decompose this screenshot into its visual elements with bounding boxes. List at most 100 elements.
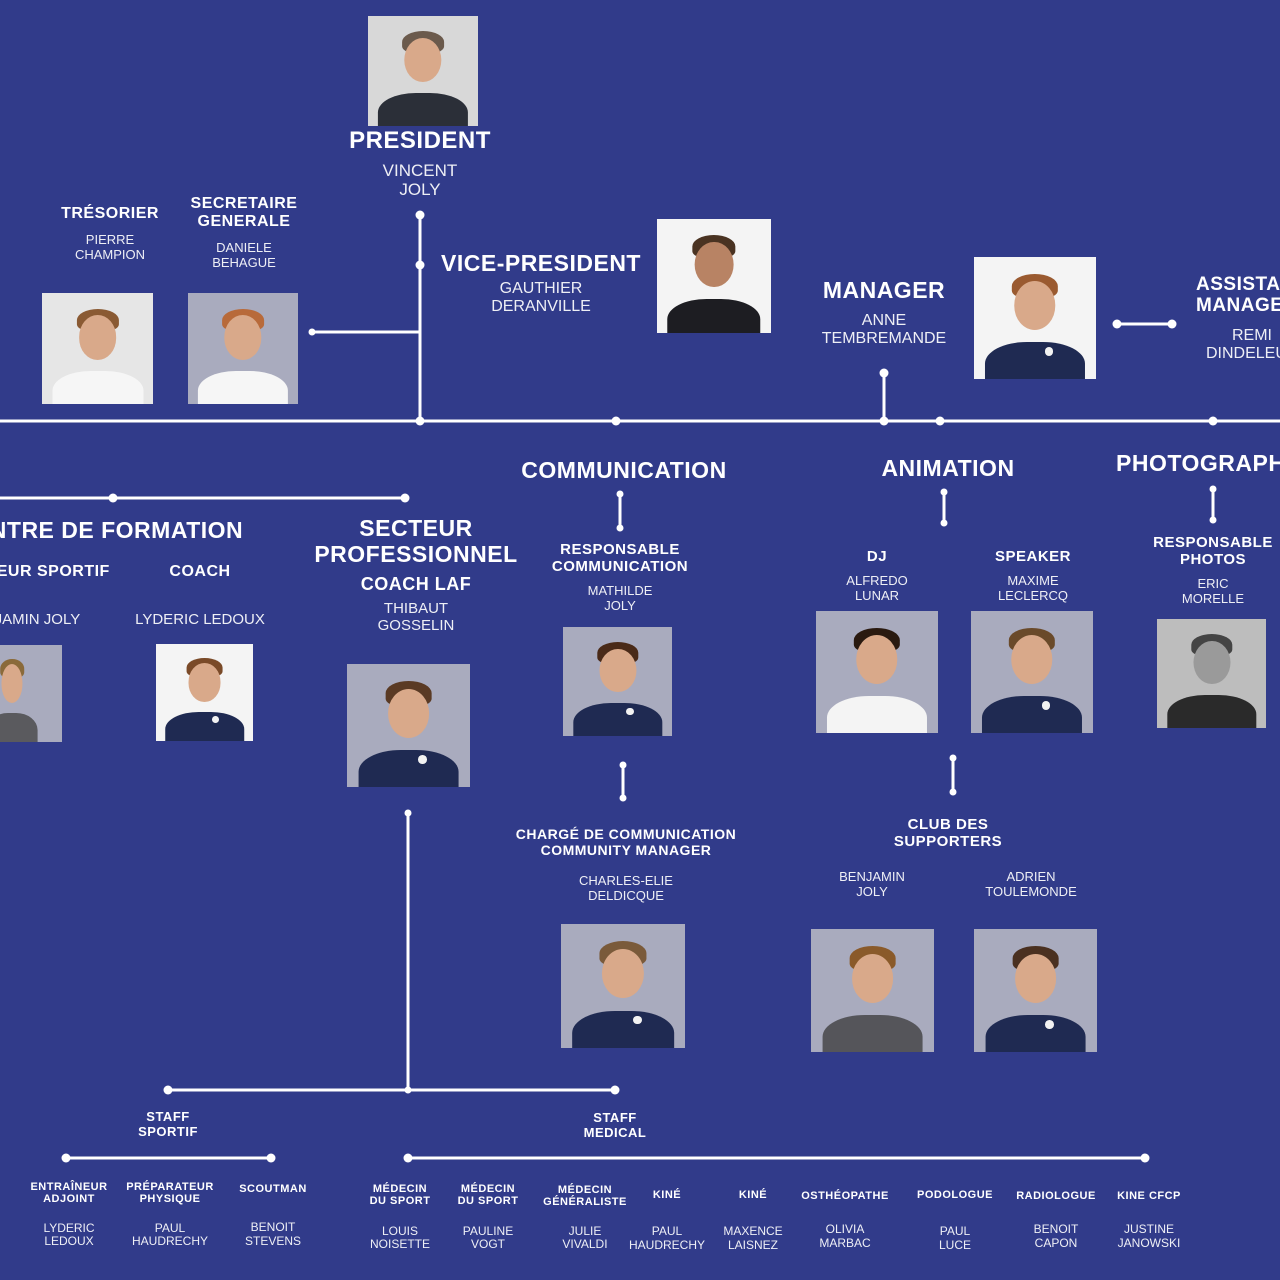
secteur-pro-subtitle: COACH LAF — [360, 573, 472, 594]
directeur-sportif-name: BENJAMIN JOLY — [0, 610, 81, 628]
staff-member-title-line1: OSTHÉOPATHE — [801, 1190, 889, 1202]
staff-member-name-first: PAUL — [939, 1224, 971, 1239]
staff-medical-node: STAFF MEDICAL — [584, 1110, 647, 1140]
staff-member: MÉDECIN DU SPORT PAULINE VOGT — [458, 1183, 519, 1252]
staff-member-name-last: CAPON — [1034, 1236, 1078, 1251]
staff-member-name-last: LAISNEZ — [727, 1238, 778, 1253]
supporter2-name-first: ADRIEN — [1006, 869, 1056, 884]
assistant-title-line1: ASSISTANT — [1196, 274, 1280, 295]
staff-member-title-line1: PRÉPARATEUR — [126, 1181, 214, 1193]
resp-photos-photo — [1157, 619, 1266, 728]
staff-member-title-line2: DU SPORT — [457, 1195, 519, 1208]
charge-comm-title-line1: CHARGÉ DE COMMUNICATION — [515, 826, 737, 842]
connector-dot — [308, 328, 316, 336]
vice-president-node: VICE-PRESIDENT GAUTHIER DERANVILLE — [441, 250, 641, 317]
tresorier-node: TRÉSORIER PIERRE CHAMPION — [61, 205, 159, 263]
staff-member: KINÉ PAUL HAUDRECHY — [629, 1189, 705, 1253]
manager-name-last: TEMBREMANDE — [821, 330, 947, 348]
staff-member: RADIOLOGUE BENOIT CAPON — [1016, 1190, 1096, 1251]
connector-dot — [616, 524, 624, 532]
staff-member-name-last: VIVALDI — [562, 1237, 608, 1252]
tresorier-name-last: CHAMPION — [74, 246, 146, 262]
staff-member-name-first: LOUIS — [381, 1223, 418, 1238]
supporter1-name-first: BENJAMIN — [839, 869, 905, 884]
connector-dot — [619, 761, 627, 769]
staff-member-name-last: NOISETTE — [369, 1237, 430, 1252]
connector-dot — [61, 1153, 71, 1163]
club-supporters-node: CLUB DES SUPPORTERS — [894, 816, 1002, 851]
staff-member-name-last: JANOWSKI — [1117, 1236, 1181, 1251]
staff-member-name-first: PAUL — [651, 1224, 683, 1239]
staff-member-title-line2: PHYSIQUE — [139, 1193, 201, 1206]
supporter2-photo — [974, 929, 1097, 1052]
vice-president-name-first: GAUTHIER — [499, 279, 583, 297]
speaker-photo — [971, 611, 1093, 733]
dj-node: DJ ALFREDO LUNAR — [846, 548, 907, 604]
dj-title: DJ — [866, 548, 888, 565]
staff-member: PRÉPARATEUR PHYSIQUE PAUL HAUDRECHY — [126, 1181, 214, 1249]
connector-dot — [403, 1153, 413, 1163]
resp-comm-title-line2: COMMUNICATION — [551, 557, 689, 575]
secteur-pro-title-line2: PROFESSIONNEL — [314, 540, 518, 567]
connector-dot — [949, 788, 957, 796]
staff-member-title-line1: MÉDECIN — [557, 1184, 613, 1196]
supporter1-photo — [811, 929, 934, 1052]
connector-dot — [108, 493, 118, 503]
staff-member-name-last: LEDOUX — [44, 1234, 94, 1249]
staff-member-title-line1: ENTRAÎNEUR — [30, 1181, 108, 1193]
secretaire-title-line1: SECRETAIRE — [190, 195, 298, 212]
connector-dot — [266, 1153, 276, 1163]
staff-member: MÉDECIN GÉNÉRALISTE JULIE VIVALDI — [543, 1184, 627, 1252]
staff-member-title-line1: MÉDECIN — [460, 1183, 516, 1195]
supporter1-node: BENJAMIN JOLY — [839, 869, 905, 900]
connector-dot — [610, 1085, 620, 1095]
directeur-sportif-title: DIRECTEUR SPORTIF — [0, 563, 110, 580]
assistant-title-line2: MANAGER — [1196, 295, 1280, 317]
coach-cf-photo — [156, 644, 253, 741]
staff-sportif-node: STAFF SPORTIF — [138, 1109, 198, 1139]
staff-member: MÉDECIN DU SPORT LOUIS NOISETTE — [370, 1183, 431, 1252]
connector-dot — [404, 809, 412, 817]
connector-dot — [1140, 1153, 1150, 1163]
supporter2-node: ADRIEN TOULEMONDE — [985, 869, 1077, 900]
speaker-title: SPEAKER — [994, 548, 1072, 565]
president-title: PRESIDENT — [349, 127, 491, 154]
resp-comm-name-first: MATHILDE — [587, 582, 653, 598]
staff-member-title-line1: MÉDECIN — [372, 1183, 428, 1195]
staff-member-name-first: MAXENCE — [723, 1224, 783, 1239]
vice-president-title: VICE-PRESIDENT — [441, 250, 641, 276]
connector-dot — [611, 416, 621, 426]
staff-member-name-first: BENOIT — [1033, 1222, 1079, 1237]
speaker-name-last: LECLERCQ — [997, 587, 1069, 603]
staff-member-name-first: PAUL — [154, 1220, 186, 1235]
staff-member-title-line1: PODOLOGUE — [916, 1189, 994, 1201]
secretaire-name-first: DANIELE — [216, 239, 272, 255]
staff-sportif-title-line1: STAFF — [146, 1109, 190, 1124]
secteur-pro-node: SECTEUR PROFESSIONNEL COACH LAF THIBAUT … — [314, 515, 518, 634]
connector-dot — [1112, 319, 1122, 329]
directeur-sportif-photo — [0, 645, 62, 742]
coach-cf-title: COACH — [169, 563, 231, 580]
secteur-pro-name-first: THIBAUT — [383, 599, 449, 617]
staff-member-title-line2: DU SPORT — [369, 1195, 431, 1208]
staff-member: PODOLOGUE PAUL LUCE — [917, 1189, 993, 1253]
charge-comm-title-line2: COMMUNITY MANAGER — [540, 841, 712, 858]
staff-member-title-line1: KINE CFCP — [1117, 1190, 1181, 1202]
charge-comm-name-first: CHARLES-ELIE — [579, 873, 673, 889]
staff-member-title-line1: RADIOLOGUE — [1016, 1190, 1096, 1202]
staff-member: SCOUTMAN BENOIT STEVENS — [239, 1183, 307, 1249]
connector-dot — [935, 416, 945, 426]
president-name-first: VINCENT — [382, 160, 458, 180]
resp-photos-title-line2: PHOTOS — [1179, 550, 1247, 568]
connector-dot — [163, 1085, 173, 1095]
staff-medical-title-line1: STAFF — [593, 1110, 637, 1125]
connector-dot — [940, 519, 948, 527]
charge-comm-node: CHARGÉ DE COMMUNICATION COMMUNITY MANAGE… — [515, 826, 737, 904]
connector-dot — [616, 490, 624, 498]
animation-node: ANIMATION — [881, 455, 1014, 482]
staff-member-name-first: JULIE — [568, 1223, 602, 1238]
staff-member: ENTRAÎNEUR ADJOINT LYDERIC LEDOUX — [30, 1181, 107, 1249]
secteur-pro-name-last: GOSSELIN — [377, 616, 455, 634]
